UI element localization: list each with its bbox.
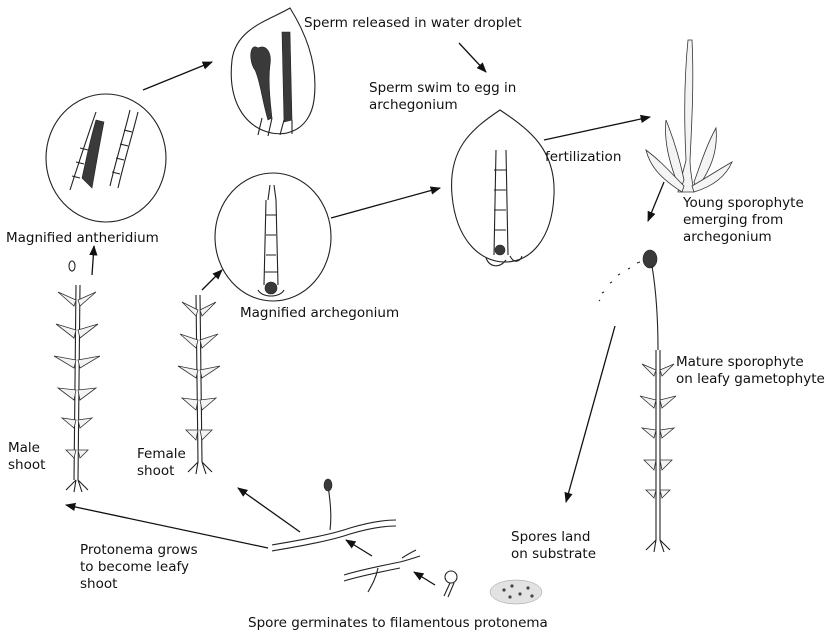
male-shoot-illustration [54, 261, 100, 492]
arrow-antheridium-to-droplet [143, 62, 212, 90]
spores-on-substrate-illustration [490, 580, 542, 604]
label-spores-land: Spores land on substrate [511, 529, 596, 563]
arrow-droplet-to-archegonium [459, 43, 486, 72]
magnified-antheridium-illustration [46, 94, 166, 222]
label-young-sporophyte: Young sporophyte emerging from archegoni… [683, 195, 804, 246]
arrow-to-female-shoot [238, 488, 300, 532]
label-sperm-released: Sperm released in water droplet [304, 15, 522, 32]
water-droplet-sperm-illustration [231, 8, 315, 136]
arrow-archegonium-to-droplet [331, 188, 440, 218]
label-spore-germinates: Spore germinates to filamentous protonem… [248, 615, 548, 632]
arrow-female-shoot-to-archegonium [202, 270, 222, 290]
arrow-spores-dispersal [566, 326, 615, 502]
young-sporophyte-illustration [646, 40, 732, 192]
arrow-protonema-growth [346, 540, 372, 556]
label-mature-sporophyte: Mature sporophyte on leafy gametophyte [676, 354, 831, 388]
archegonium-droplet-illustration [452, 110, 555, 266]
arrow-fertilization [544, 117, 650, 140]
mature-sporophyte-illustration [599, 250, 676, 552]
magnified-archegonium-illustration [215, 173, 331, 301]
arrow-male-shoot-to-antheridium [92, 246, 94, 275]
label-female-shoot: Female shoot [137, 446, 186, 480]
germinating-spore-illustration [444, 571, 457, 597]
label-fertilization: fertilization [545, 149, 621, 166]
label-magnified-archegonium: Magnified archegonium [240, 305, 399, 322]
label-protonema-grows: Protonema grows to become leafy shoot [80, 542, 198, 593]
label-male-shoot: Male shoot [8, 440, 45, 474]
label-magnified-antheridium: Magnified antheridium [6, 230, 159, 247]
protonema-filaments-illustration [272, 479, 420, 592]
arrow-young-to-mature-sporophyte [648, 182, 664, 221]
arrow-spore-germination [414, 572, 435, 585]
label-sperm-swim: Sperm swim to egg in archegonium [369, 80, 516, 114]
